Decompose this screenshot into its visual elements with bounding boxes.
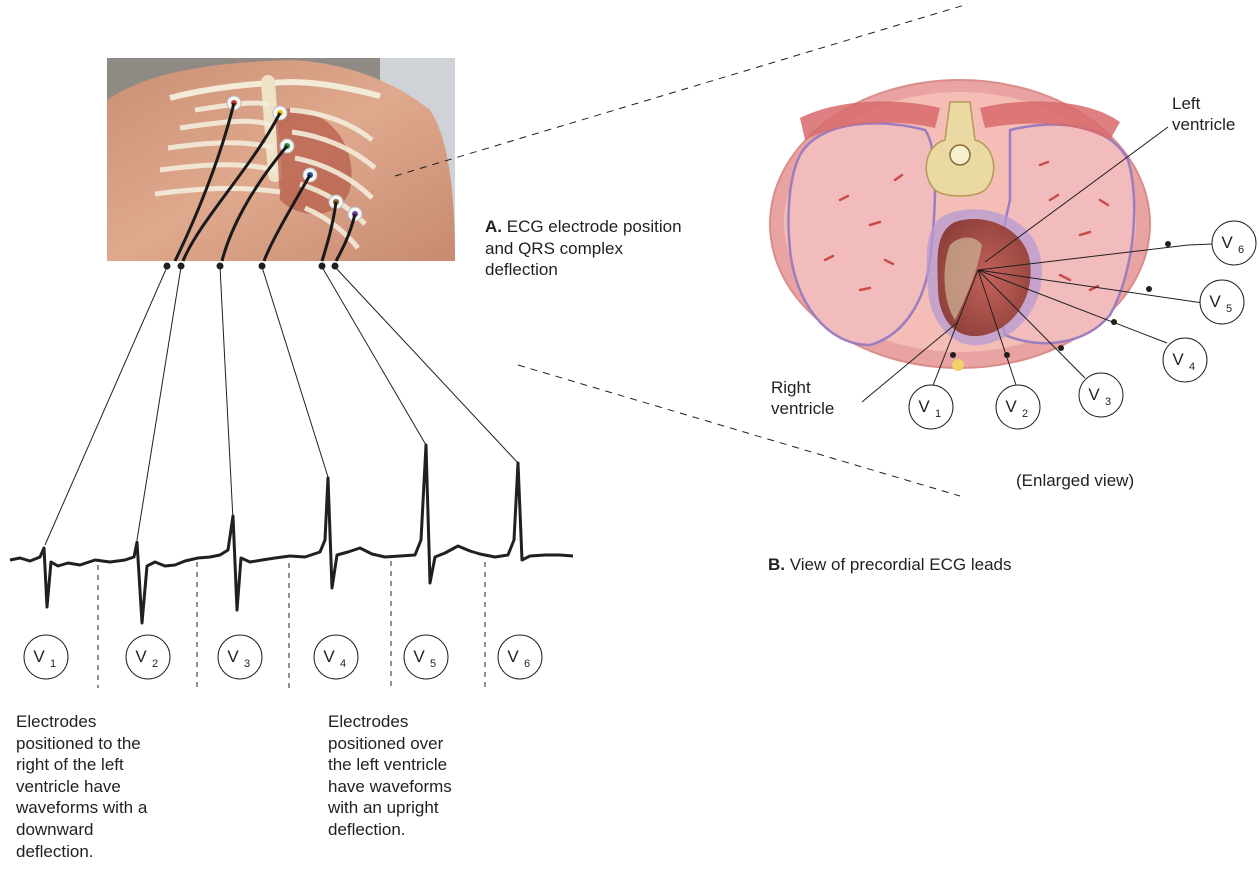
waveform-lead-letter: V bbox=[33, 647, 45, 666]
waveform-lead-number: 3 bbox=[244, 658, 250, 670]
waveform-lead-number: 2 bbox=[152, 658, 158, 670]
right-ventricle-label: Right ventricle bbox=[771, 378, 834, 418]
section-lead-circle bbox=[909, 385, 953, 429]
section-lead-number: 2 bbox=[1022, 408, 1028, 420]
waveform-lead-letter: V bbox=[507, 647, 519, 666]
left-ventricle-label: Left ventricle bbox=[1172, 94, 1235, 134]
section-lead-circle bbox=[1163, 338, 1207, 382]
section-lead-circle bbox=[1212, 221, 1256, 265]
waveform-lead-circle bbox=[24, 635, 68, 679]
waveform-lead-number: 1 bbox=[50, 658, 56, 670]
caption-a-text: ECG electrode position and QRS complex d… bbox=[485, 217, 682, 279]
section-lead-letter: V bbox=[1088, 385, 1100, 404]
caption-a: A. ECG electrode position and QRS comple… bbox=[485, 216, 685, 281]
section-lead-number: 3 bbox=[1105, 396, 1111, 408]
thorax-cross-section bbox=[770, 80, 1150, 371]
section-lead-circle bbox=[1200, 280, 1244, 324]
section-lead-letter: V bbox=[1221, 233, 1233, 252]
waveform-lead-letter: V bbox=[227, 647, 239, 666]
waveform-lead-letter: V bbox=[323, 647, 335, 666]
section-lead-number: 5 bbox=[1226, 303, 1232, 315]
waveform-lead-circle bbox=[404, 635, 448, 679]
ecg-waveform bbox=[10, 445, 573, 623]
connector-lines bbox=[45, 267, 518, 545]
section-lead-circle bbox=[1079, 373, 1123, 417]
waveform-lead-circle bbox=[218, 635, 262, 679]
section-lead-letter: V bbox=[1209, 292, 1221, 311]
waveform-lead-letter: V bbox=[413, 647, 425, 666]
caption-b-letter: B. bbox=[768, 555, 785, 574]
section-lead-number: 6 bbox=[1238, 244, 1244, 256]
waveform-lead-circle bbox=[498, 635, 542, 679]
note-upright-deflection: Electrodes positioned over the left vent… bbox=[328, 711, 518, 841]
section-lead-number: 1 bbox=[935, 408, 941, 420]
note-downward-deflection: Electrodes positioned to the right of th… bbox=[16, 711, 206, 862]
section-lead-letter: V bbox=[1005, 397, 1017, 416]
enlarged-view-label: (Enlarged view) bbox=[1016, 470, 1134, 492]
section-lead-number: 4 bbox=[1189, 361, 1195, 373]
section-lead-circle bbox=[996, 385, 1040, 429]
waveform-lead-number: 6 bbox=[524, 658, 530, 670]
electrode-dots bbox=[164, 263, 339, 270]
caption-a-letter: A. bbox=[485, 217, 502, 236]
waveform-lead-number: 5 bbox=[430, 658, 436, 670]
caption-b-text: View of precordial ECG leads bbox=[790, 555, 1012, 574]
waveform-lead-circle bbox=[314, 635, 358, 679]
section-lead-letter: V bbox=[918, 397, 930, 416]
section-lead-letter: V bbox=[1172, 350, 1184, 369]
waveform-lead-letter: V bbox=[135, 647, 147, 666]
chest-photo bbox=[107, 58, 455, 261]
waveform-lead-circle bbox=[126, 635, 170, 679]
waveform-lead-number: 4 bbox=[340, 658, 346, 670]
caption-b: B. View of precordial ECG leads bbox=[768, 554, 1011, 576]
